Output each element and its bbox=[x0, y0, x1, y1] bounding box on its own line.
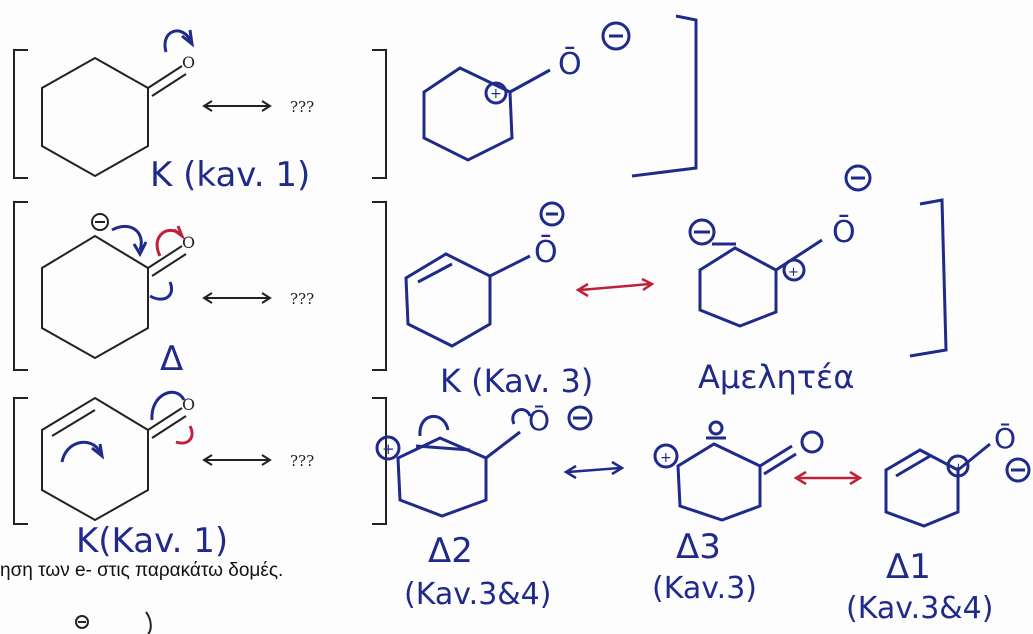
label-delta1: Δ1 bbox=[886, 547, 931, 587]
label-delta3: Δ3 bbox=[676, 527, 721, 567]
printed-brackets bbox=[13, 49, 387, 525]
plus-4: + bbox=[660, 450, 672, 466]
oxygen-anion-1: Ō bbox=[558, 46, 582, 82]
label-row2-mid: K (Kav. 3) bbox=[440, 362, 593, 400]
label-row2-right: Αμελητέα bbox=[698, 358, 854, 396]
plus-3: + bbox=[382, 440, 395, 458]
carbocation-1 bbox=[422, 14, 698, 178]
plus-5: + bbox=[953, 461, 964, 476]
negligible-structure bbox=[688, 164, 948, 358]
enolate-2 bbox=[404, 201, 565, 348]
oxygen-anion-3: Ō bbox=[832, 214, 856, 250]
oxygen-anion-4: Ō bbox=[528, 403, 550, 437]
minus-charge-1 bbox=[601, 21, 631, 51]
oxygen-3: O bbox=[182, 395, 195, 414]
label-row1-left: K (kav. 1) bbox=[150, 155, 310, 195]
cyclohexanone-2 bbox=[41, 213, 187, 360]
resonance-arrow-1 bbox=[202, 100, 272, 112]
red-arrow-2 bbox=[155, 225, 186, 257]
label-delta2-sub: (Kav.3&4) bbox=[404, 577, 551, 612]
plus-2: + bbox=[788, 265, 799, 280]
label-delta3-sub: (Kav.3) bbox=[652, 571, 757, 606]
label-row3-left: K(Kav. 1) bbox=[76, 521, 228, 561]
plus-1: + bbox=[490, 86, 502, 102]
oxygen-anion-5: Ō bbox=[994, 421, 1016, 455]
oxygen-anion-2: Ō bbox=[534, 234, 558, 270]
resonance-arrow-3 bbox=[202, 454, 272, 466]
unknown-3: ??? bbox=[290, 452, 314, 470]
label-row2-left: Δ bbox=[160, 339, 183, 379]
partial-bracket bbox=[75, 611, 152, 634]
structure-delta3 bbox=[653, 420, 824, 522]
structure-delta1 bbox=[884, 442, 1031, 528]
oxygen-1: O bbox=[182, 53, 195, 72]
curved-arrow-1 bbox=[163, 29, 195, 53]
resonance-arrow-2 bbox=[202, 292, 272, 304]
caption-text: ηση των e- στις παρακάτω δομές. bbox=[0, 560, 284, 581]
structure-delta2 bbox=[375, 405, 593, 518]
label-delta1-sub: (Kav.3&4) bbox=[846, 591, 993, 626]
unknown-1: ??? bbox=[290, 98, 314, 116]
resonance-arrow-blue bbox=[563, 460, 625, 480]
label-delta2: Δ2 bbox=[428, 531, 473, 571]
cyclohexenone-3 bbox=[41, 396, 187, 522]
curved-arrows-3 bbox=[60, 390, 186, 463]
oxygen-2: O bbox=[182, 233, 195, 252]
cyclohexanone-1 bbox=[41, 56, 187, 178]
red-resonance-arrow-2 bbox=[575, 277, 655, 298]
red-arrow-3 bbox=[175, 425, 194, 445]
unknown-2: ??? bbox=[290, 290, 314, 308]
red-resonance-arrow-3 bbox=[793, 470, 863, 486]
curved-arrows-2 bbox=[111, 224, 173, 301]
